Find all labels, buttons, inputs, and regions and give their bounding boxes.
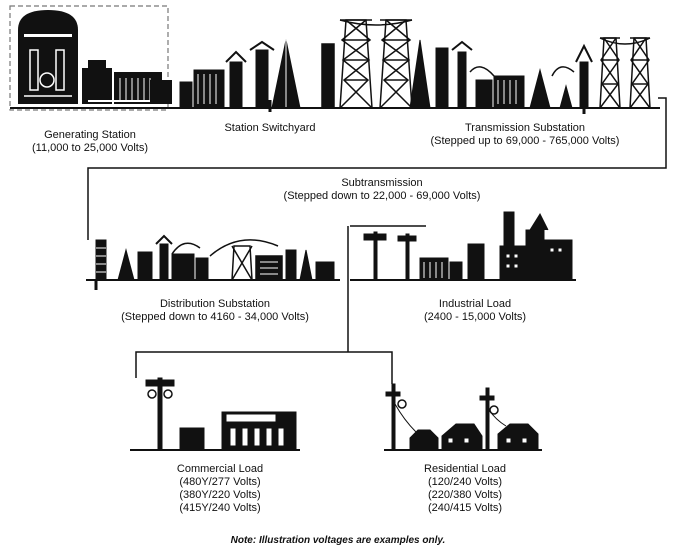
transmission-line-connector (87, 97, 667, 240)
commercial-load-voltage-2: (380Y/220 Volts) (179, 489, 261, 501)
station-switchyard-illustration (179, 39, 340, 112)
transmission-substation-illustration (409, 37, 660, 114)
transmission-substation-title: Transmission Substation (464, 122, 586, 134)
industrial-load-illustration (350, 211, 576, 281)
residential-load-voltage-2: (220/380 Volts) (428, 489, 502, 501)
commercial-load-voltage-1: (480Y/277 Volts) (179, 476, 261, 488)
commercial-load-illustration (130, 377, 300, 451)
distribution-line-connector (135, 226, 393, 384)
distribution-substation-label: Distribution Substation (Stepped down to… (100, 298, 330, 324)
industrial-load-title: Industrial Load (438, 298, 512, 310)
distribution-substation-title: Distribution Substation (159, 298, 271, 310)
residential-load-voltage-1: (120/240 Volts) (428, 476, 502, 488)
industrial-load-label: Industrial Load (2400 - 15,000 Volts) (400, 298, 550, 324)
distribution-substation-illustration (86, 234, 340, 290)
generating-station-illustration (9, 5, 190, 111)
generating-station-voltage: (11,000 to 25,000 Volts) (32, 142, 148, 154)
illustration-note: Note: Illustration voltages are examples… (230, 535, 446, 546)
commercial-load-title: Commercial Load (176, 463, 264, 475)
transmission-substation-voltage: (Stepped up to 69,000 - 765,000 Volts) (430, 135, 620, 147)
generating-station-title: Generating Station (44, 129, 136, 141)
commercial-load-label: Commercial Load (480Y/277 Volts) (380Y/2… (150, 463, 290, 515)
transmission-substation-label: Transmission Substation (Stepped up to 6… (410, 122, 640, 148)
generating-station-label: Generating Station (11,000 to 25,000 Vol… (20, 129, 160, 155)
distribution-substation-voltage: (Stepped down to 4160 - 34,000 Volts) (121, 311, 309, 323)
residential-load-label: Residential Load (120/240 Volts) (220/38… (395, 463, 535, 515)
residential-load-title: Residential Load (424, 463, 506, 475)
residential-load-voltage-3: (240/415 Volts) (428, 502, 502, 514)
station-switchyard-title: Station Switchyard (224, 122, 316, 134)
residential-load-illustration (384, 383, 542, 451)
subtransmission-label: Subtransmission (Stepped down to 22,000 … (262, 177, 502, 203)
commercial-load-voltage-3: (415Y/240 Volts) (179, 502, 261, 514)
subtransmission-title: Subtransmission (341, 177, 423, 189)
subtransmission-voltage: (Stepped down to 22,000 - 69,000 Volts) (283, 190, 481, 202)
transmission-towers (321, 19, 470, 109)
station-switchyard-label: Station Switchyard (200, 122, 340, 135)
industrial-load-voltage: (2400 - 15,000 Volts) (423, 311, 527, 323)
